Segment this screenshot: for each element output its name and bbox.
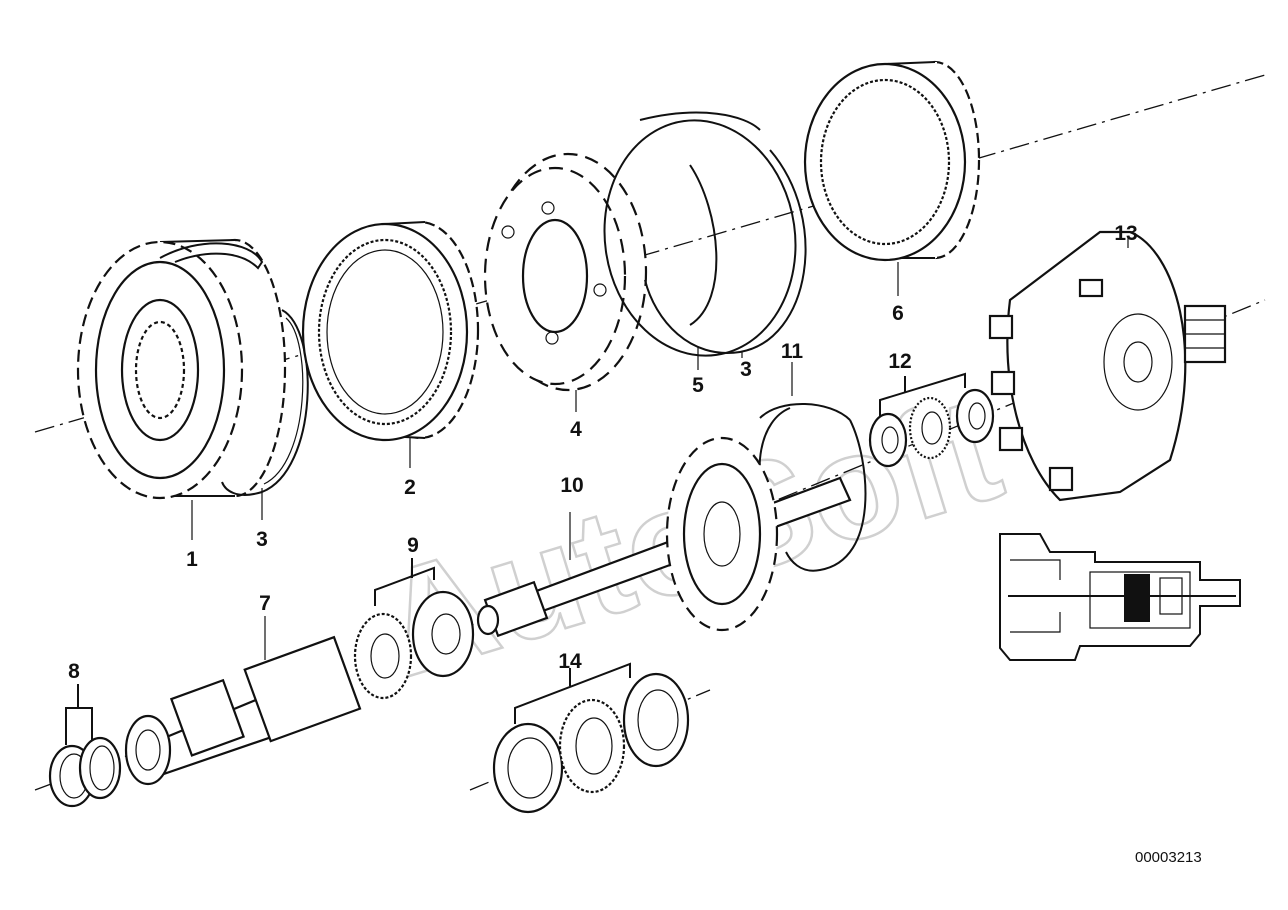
callout-13: 13 (1114, 222, 1137, 245)
callout-1: 1 (186, 548, 198, 571)
part-9-bearing-washer (353, 558, 475, 700)
transmission-inset (999, 533, 1241, 661)
callout-5: 5 (692, 374, 704, 397)
callout-12: 12 (888, 350, 911, 373)
callout-6: 6 (892, 302, 904, 325)
part-6-drum-ring-gear (803, 60, 981, 262)
callouts: 1 2 3 3 4 5 6 7 8 9 10 11 12 13 14 (68, 222, 1138, 683)
part-12-thrust-bearing-set (868, 372, 995, 468)
callout-3-right: 3 (740, 358, 752, 381)
part-13-clutch-housing (988, 230, 1227, 502)
part-1-gear-hub (76, 238, 287, 500)
callout-14: 14 (558, 650, 582, 673)
part-2-ring-gear (301, 220, 480, 442)
callout-8: 8 (68, 660, 80, 683)
callout-7: 7 (259, 592, 271, 615)
part-8-seal-rings (48, 684, 122, 808)
part-5-and-3-rings (603, 111, 807, 357)
callout-11: 11 (781, 340, 804, 363)
part-4-sprocket-plate (483, 152, 648, 392)
callout-4: 4 (570, 418, 582, 441)
callout-9: 9 (407, 534, 419, 557)
part-3-snap-ring-left (159, 242, 309, 496)
part-10-shaft-with-sprocket (476, 436, 852, 638)
part-14-bearing-set (492, 662, 690, 814)
part-7-input-shaft (124, 635, 362, 786)
callout-3-left: 3 (256, 528, 268, 551)
callout-2: 2 (404, 476, 416, 499)
diagram-reference-number: 00003213 (1135, 849, 1202, 866)
leader-lines (191, 238, 1129, 660)
callout-10: 10 (560, 474, 583, 497)
